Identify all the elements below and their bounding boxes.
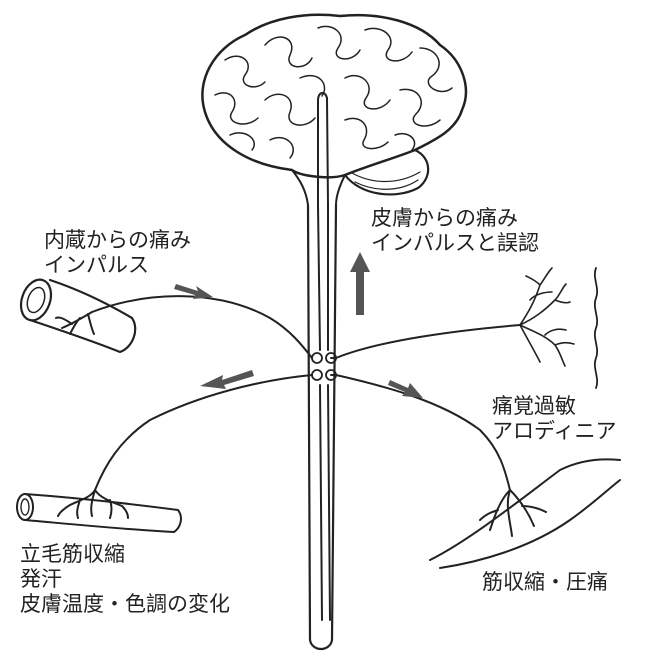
label-autonomic-line2: 発汗 [20, 567, 230, 592]
skin-surface-line [595, 268, 597, 388]
label-muscle: 筋収縮・圧痛 [482, 570, 608, 595]
label-skin-pain-line2: インパルスと誤認 [371, 231, 539, 256]
label-visceral-pain-line2: インパルス [44, 253, 191, 278]
label-autonomic-line3: 皮膚温度・色調の変化 [20, 592, 230, 617]
brain-illustration [202, 15, 465, 205]
label-hyperalgesia-line2: アロディニア [492, 419, 617, 444]
visceral-organ-tube [16, 275, 136, 352]
muscle-efferent-nerve [336, 375, 510, 490]
skin-afferent-nerve [336, 325, 520, 358]
skin-nerve-endings [520, 268, 574, 366]
label-skin-pain: 皮膚からの痛み インパルスと誤認 [371, 206, 539, 256]
spinal-cord [308, 205, 336, 649]
muscle-illustration [430, 459, 620, 568]
label-skin-pain-line1: 皮膚からの痛み [371, 206, 539, 231]
arrow-ascending [350, 252, 370, 315]
label-muscle-line1: 筋収縮・圧痛 [482, 570, 608, 595]
label-hyperalgesia-line1: 痛覚過敏 [492, 394, 617, 419]
label-hyperalgesia: 痛覚過敏 アロディニア [492, 394, 617, 444]
skin-vessel-tube [17, 490, 181, 532]
autonomic-efferent-nerve [95, 375, 312, 490]
label-autonomic-line1: 立毛筋収縮 [20, 542, 230, 567]
label-visceral-pain: 内蔵からの痛み インパルス [44, 228, 191, 278]
label-autonomic-effects: 立毛筋収縮 発汗 皮膚温度・色調の変化 [20, 542, 230, 617]
label-visceral-pain-line1: 内蔵からの痛み [44, 228, 191, 253]
